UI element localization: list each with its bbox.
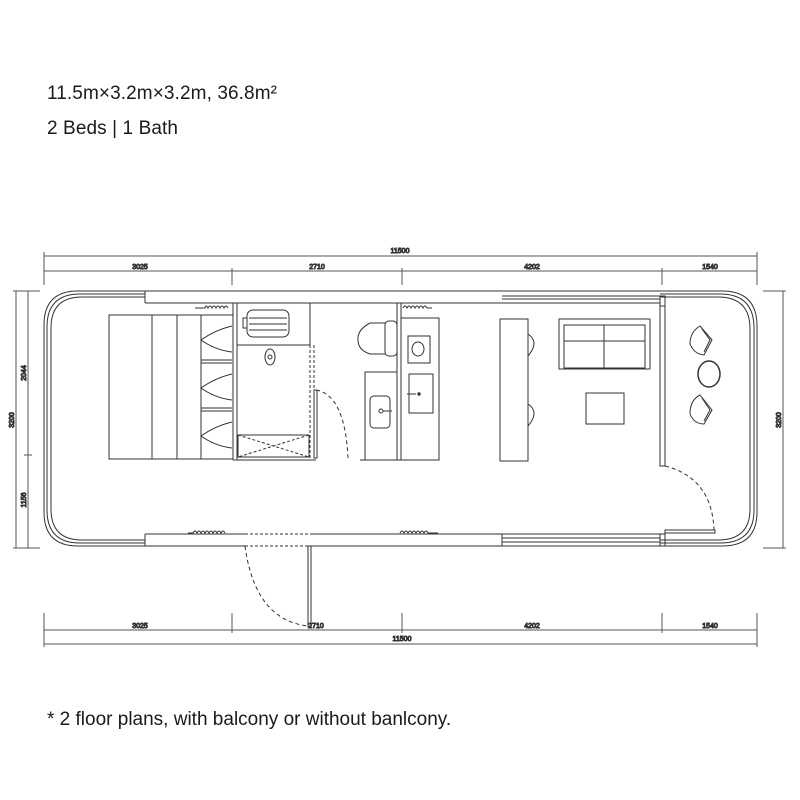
washroom-partition bbox=[360, 303, 402, 461]
balcony-partition bbox=[659, 295, 716, 547]
bedroom-bed bbox=[108, 314, 234, 460]
spec-dimensions: 11.5m×3.2m×3.2m, 36.8m² bbox=[47, 83, 278, 104]
radiator-icon-3 bbox=[188, 530, 226, 535]
left-total-dimension: 3200 bbox=[9, 412, 16, 428]
washbasin-icon bbox=[364, 371, 398, 461]
left-dimension-lines bbox=[13, 290, 40, 549]
shower-head-icon bbox=[262, 344, 278, 366]
coffee-table bbox=[585, 392, 625, 425]
bathroom-door bbox=[313, 389, 349, 459]
outer-shell bbox=[43, 290, 758, 547]
balcony-chair-2 bbox=[689, 394, 713, 425]
bottom-dim-seg-3: 4202 bbox=[524, 623, 540, 630]
shower-tray bbox=[237, 434, 310, 458]
entrance-door bbox=[244, 533, 312, 628]
wardrobe bbox=[200, 325, 233, 449]
radiator-icon-4 bbox=[399, 530, 438, 535]
washing-machine-icon bbox=[407, 335, 431, 364]
footnote: * 2 floor plans, with balcony or without… bbox=[47, 709, 452, 730]
bottom-total-dimension: 11500 bbox=[393, 636, 412, 643]
sink-icon bbox=[407, 373, 434, 414]
radiator-icon-2 bbox=[402, 305, 432, 310]
bottom-dim-seg-1: 3025 bbox=[132, 623, 148, 630]
balcony-side-table bbox=[697, 360, 721, 388]
bar-table bbox=[499, 318, 535, 462]
toilet-icon bbox=[357, 320, 398, 357]
right-dimension-lines bbox=[763, 290, 786, 549]
top-dimension-lines bbox=[43, 252, 758, 285]
left-dim-seg-2: 1156 bbox=[21, 492, 28, 507]
bottom-dimension-lines bbox=[43, 613, 758, 647]
radiator-icon bbox=[195, 305, 229, 310]
top-dim-seg-3: 4202 bbox=[524, 264, 540, 271]
water-heater-icon bbox=[242, 309, 290, 338]
left-dim-seg-1: 2044 bbox=[21, 365, 28, 381]
kitchen-counter bbox=[400, 317, 440, 461]
bottom-dim-seg-4: 1540 bbox=[702, 623, 718, 630]
top-total-dimension: 11500 bbox=[391, 248, 410, 255]
top-dim-seg-1: 3025 bbox=[132, 264, 148, 271]
bottom-dim-seg-2: 2710 bbox=[308, 623, 324, 630]
balcony-chair-1 bbox=[689, 325, 713, 356]
top-dim-seg-4: 1540 bbox=[702, 264, 718, 271]
top-dim-seg-2: 2710 bbox=[309, 264, 325, 271]
spec-rooms: 2 Beds | 1 Bath bbox=[47, 118, 179, 139]
sofa bbox=[558, 318, 651, 370]
right-total-dimension: 3200 bbox=[776, 412, 783, 428]
